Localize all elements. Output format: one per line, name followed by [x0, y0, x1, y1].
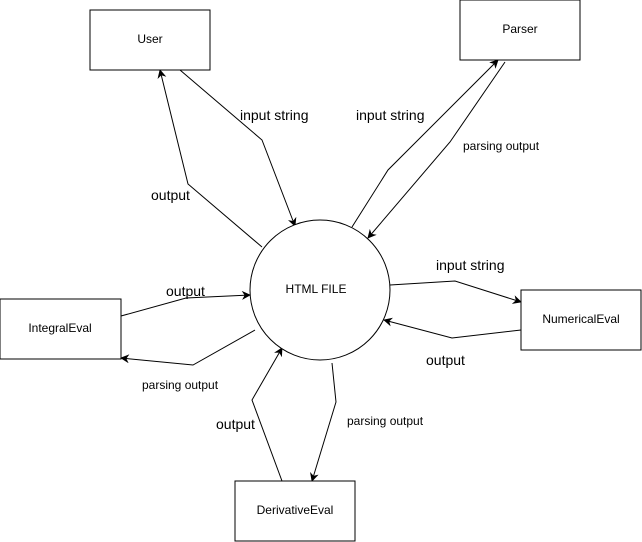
- edges: [120, 59, 522, 482]
- edge-label-user-to-html: input string: [240, 107, 308, 123]
- edge-user-to-html: [179, 69, 297, 227]
- node-label-numerical-eval: NumericalEval: [542, 312, 619, 326]
- node-integral-eval: IntegralEval: [0, 298, 122, 360]
- edge-derivative-to-html: [251, 347, 283, 482]
- node-label-html-file: HTML FILE: [286, 282, 347, 296]
- node-label-parser: Parser: [502, 22, 537, 36]
- edge-parser-to-html: [367, 61, 506, 239]
- edge-label-html-to-numerical: input string: [436, 257, 504, 273]
- edge-label-html-to-integral: parsing output: [142, 378, 219, 392]
- edge-label-integral-to-html: output: [166, 283, 205, 299]
- node-derivative-eval: DerivativeEval: [234, 480, 356, 542]
- node-label-derivative-eval: DerivativeEval: [257, 503, 334, 517]
- edge-html-to-derivative: [310, 362, 337, 482]
- edge-html-to-integral: [120, 329, 256, 366]
- edge-label-html-to-user: output: [151, 187, 190, 203]
- edge-html-to-user: [157, 69, 263, 248]
- edge-label-numerical-to-html: output: [426, 352, 465, 368]
- edge-label-html-to-parser: input string: [356, 107, 424, 123]
- edge-label-parser-to-html: parsing output: [463, 139, 540, 153]
- edge-html-to-numerical: [389, 280, 522, 304]
- edge-html-to-parser: [351, 59, 499, 228]
- node-numerical-eval: NumericalEval: [520, 289, 642, 351]
- node-label-user: User: [137, 32, 162, 46]
- edge-label-html-to-derivative: parsing output: [347, 414, 424, 428]
- node-label-integral-eval: IntegralEval: [28, 321, 91, 335]
- edge-labels: input string output input string parsing…: [142, 107, 540, 432]
- node-parser: Parser: [459, 0, 581, 61]
- node-user: User: [89, 9, 211, 71]
- edge-integral-to-html: [120, 290, 251, 317]
- node-html-file: HTML FILE: [249, 219, 391, 361]
- edge-label-derivative-to-html: output: [216, 416, 255, 432]
- edge-numerical-to-html: [383, 317, 522, 339]
